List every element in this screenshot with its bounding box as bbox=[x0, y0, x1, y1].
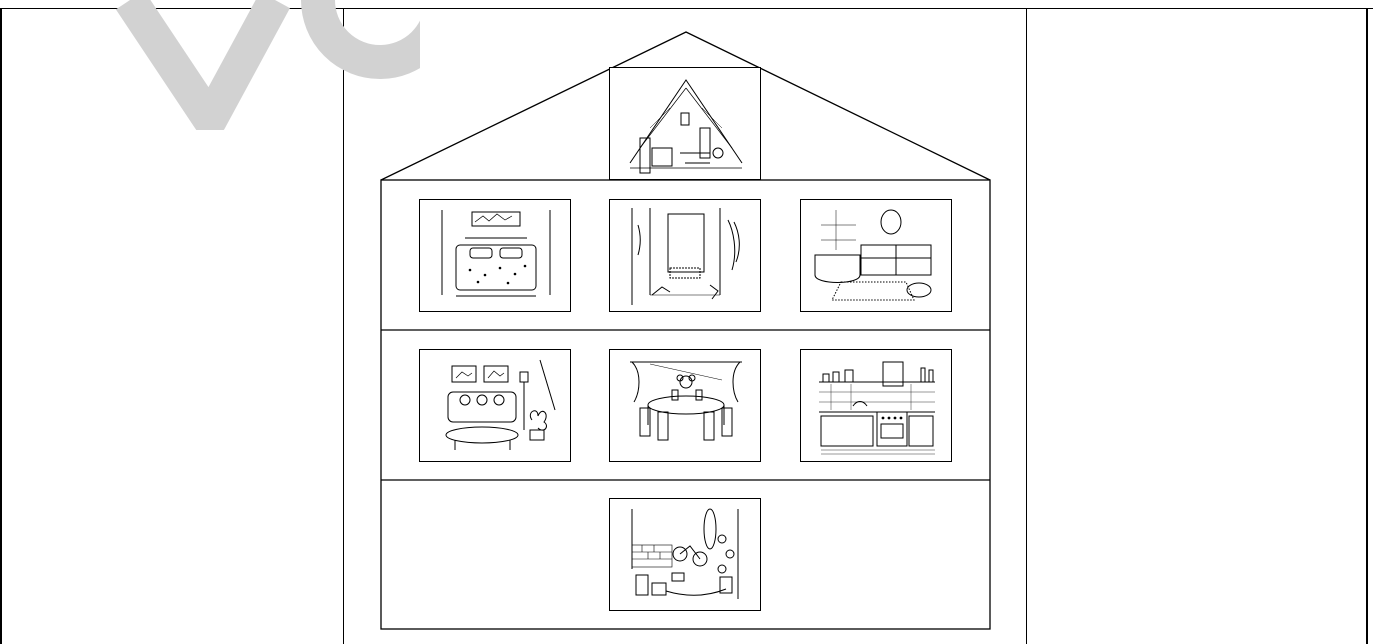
table-border-top bbox=[0, 8, 1373, 9]
dining-room-icon bbox=[609, 349, 761, 462]
kitchen-icon bbox=[800, 349, 952, 462]
bedroom-icon bbox=[419, 199, 571, 312]
table-border-right bbox=[1366, 8, 1368, 644]
right-cell bbox=[1027, 9, 1366, 644]
attic-icon bbox=[609, 67, 761, 180]
hallway-icon bbox=[609, 199, 761, 312]
column-divider-1 bbox=[343, 8, 344, 644]
living-room-icon bbox=[419, 349, 571, 462]
table-border-left bbox=[0, 8, 2, 644]
watermark-logo bbox=[115, 0, 420, 130]
house-outline bbox=[380, 31, 991, 630]
house-diagram bbox=[343, 0, 1026, 644]
bathroom-icon bbox=[800, 199, 952, 312]
column-divider-2 bbox=[1026, 8, 1027, 644]
basement-icon bbox=[609, 498, 761, 611]
